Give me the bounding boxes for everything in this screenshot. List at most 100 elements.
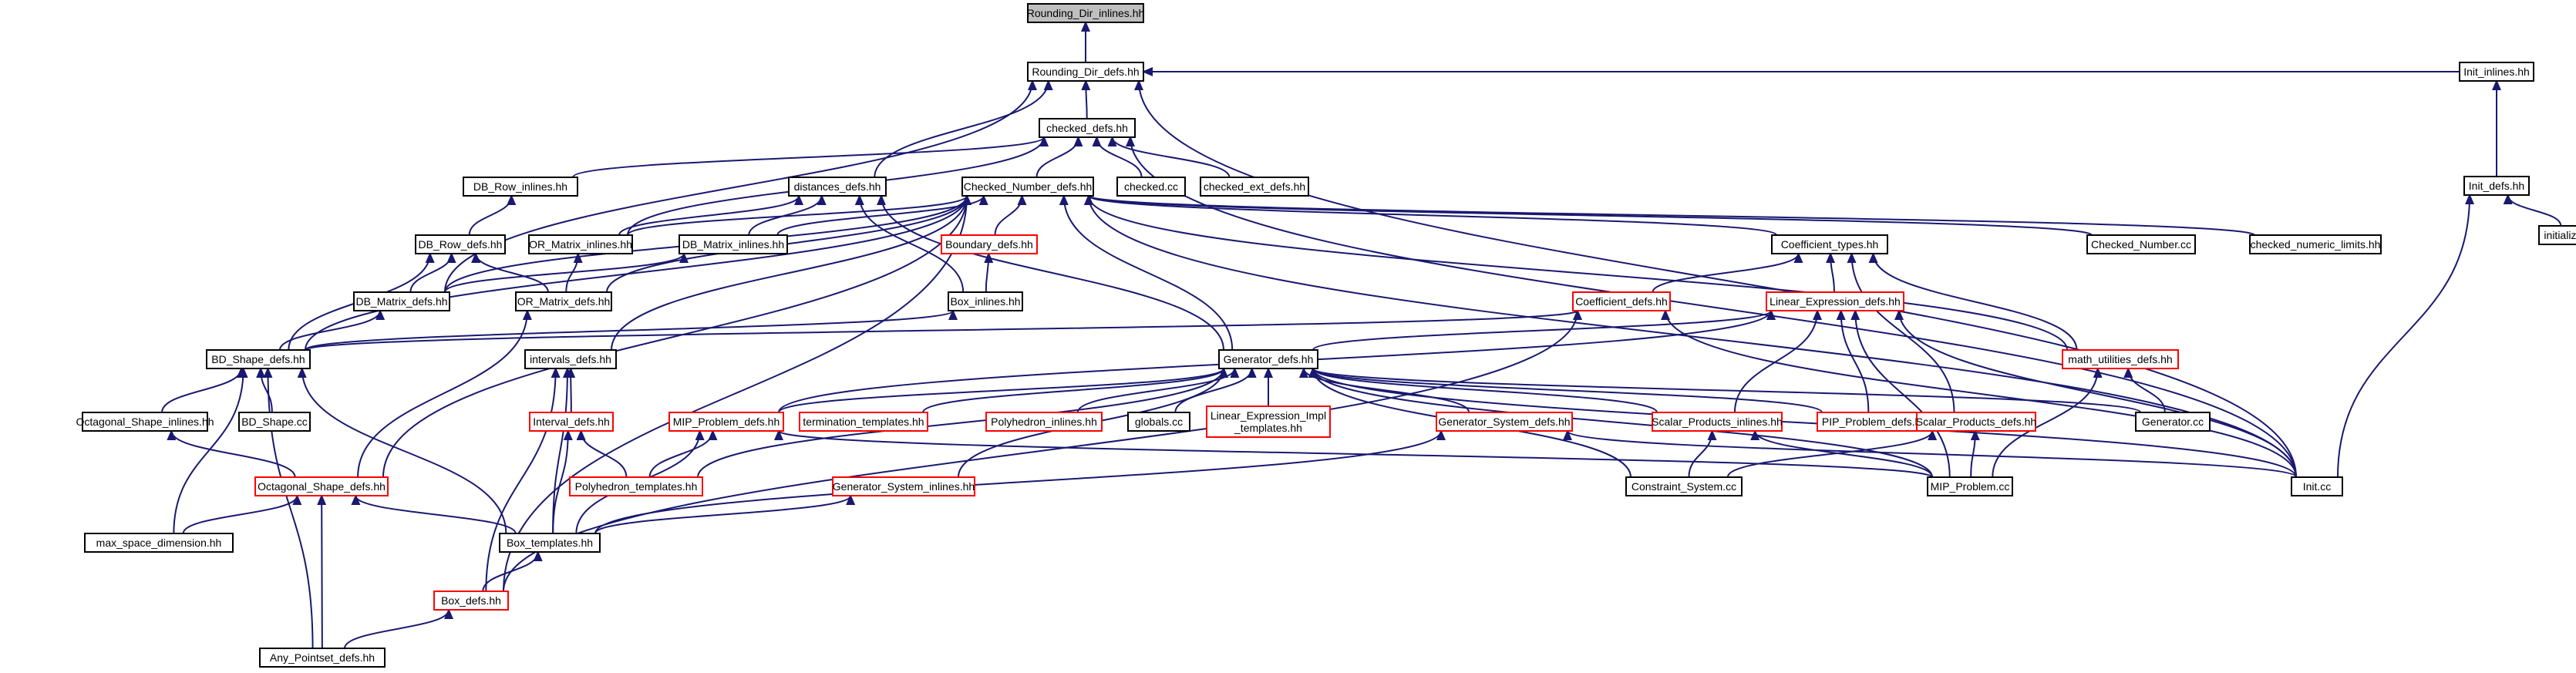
file-node[interactable]: Rounding_Dir_defs.hh (1027, 62, 1144, 82)
file-node-label: Scalar_Products_inlines.hh (1652, 416, 1783, 428)
file-node[interactable]: OR_Matrix_defs.hh (515, 291, 612, 311)
file-node[interactable]: Octagonal_Shape_defs.hh (254, 476, 389, 496)
dependency-edge (594, 429, 1446, 534)
dependency-edge (444, 252, 689, 293)
dependency-edge (305, 309, 958, 351)
dependency-edge (343, 608, 453, 649)
file-node[interactable]: Polyhedron_inlines.hh (985, 412, 1103, 432)
file-node-label: OR_Matrix_defs.hh (517, 295, 611, 308)
file-node[interactable]: Coefficient_types.hh (1771, 234, 1888, 254)
dependency-edge (1970, 429, 1980, 478)
file-node[interactable]: Box_defs.hh (433, 591, 509, 611)
file-node[interactable]: Init.cc (2291, 476, 2343, 496)
file-node[interactable]: max_space_dimension.hh (84, 533, 234, 553)
file-node[interactable]: math_utilities_defs.hh (2062, 349, 2179, 369)
file-node-box (528, 234, 633, 254)
file-node[interactable]: globals.cc (1127, 412, 1190, 432)
file-node[interactable]: Checked_Number.cc (2086, 234, 2196, 254)
dependency-edge (778, 367, 1228, 413)
dependency-edge (305, 309, 1582, 351)
file-node-box (1039, 118, 1136, 138)
file-node[interactable]: Init_defs.hh (2463, 176, 2530, 196)
file-node[interactable]: termination_templates.hh (799, 412, 928, 432)
dependency-edge (552, 429, 573, 534)
dependency-edge (552, 367, 572, 534)
dependency-edge (984, 252, 994, 293)
file-node[interactable]: Interval_defs.hh (529, 412, 614, 432)
dependency-edge (1652, 252, 1803, 293)
file-node: Rounding_Dir_inlines.hh (1027, 3, 1144, 23)
file-node[interactable]: DB_Row_inlines.hh (463, 177, 578, 197)
file-node[interactable]: Constraint_System.cc (1625, 476, 1743, 496)
dependency-edge (776, 194, 988, 236)
file-node[interactable]: Scalar_Products_defs.hh (1916, 412, 2036, 432)
file-node[interactable]: BD_Shape_defs.hh (206, 349, 311, 369)
file-node[interactable]: PIP_Problem_defs.hh (1817, 412, 1932, 432)
dependency-edge (382, 194, 971, 478)
file-node-label: Polyhedron_inlines.hh (991, 416, 1097, 428)
file-node[interactable]: Generator_System_defs.hh (1436, 412, 1573, 432)
file-node-label: MIP_Problem.cc (1931, 480, 2010, 493)
file-node[interactable]: Any_Pointset_defs.hh (259, 648, 386, 668)
dependency-edge (1894, 309, 2297, 478)
file-node-label: DB_Matrix_inlines.hh (682, 238, 784, 251)
file-node[interactable]: Linear_Expression_defs.hh (1766, 291, 1904, 311)
file-node[interactable]: Checked_Number_defs.hh (961, 177, 1094, 197)
file-node-box (2086, 234, 2196, 254)
file-node[interactable]: DB_Matrix_defs.hh (353, 291, 450, 311)
file-node[interactable]: checked_defs.hh (1039, 118, 1136, 138)
file-node[interactable]: Polyhedron_templates.hh (569, 476, 703, 496)
file-node[interactable]: OR_Matrix_inlines.hh (528, 234, 633, 254)
file-node[interactable]: DB_Matrix_inlines.hh (679, 234, 788, 254)
file-node-box (1027, 3, 1144, 23)
file-node[interactable]: checked_ext_defs.hh (1200, 177, 1309, 197)
file-node-label: Scalar_Products_defs.hh (1916, 416, 2036, 428)
dependency-edge (182, 494, 302, 534)
file-node[interactable]: Coefficient_defs.hh (1572, 291, 1671, 311)
file-node[interactable]: distances_defs.hh (788, 177, 887, 197)
file-node-box (259, 648, 386, 668)
file-node-label: math_utilities_defs.hh (2068, 353, 2172, 365)
file-node-label: Box_templates.hh (507, 537, 593, 549)
dependency-edge (2503, 193, 2562, 227)
file-node-label: Coefficient_defs.hh (1575, 295, 1668, 308)
file-node[interactable]: intervals_defs.hh (524, 349, 617, 369)
dependency-edge (1826, 252, 1836, 293)
file-node[interactable]: Linear_Expression_Impl_templates.hh (1206, 405, 1331, 438)
file-node[interactable]: checked_numeric_limits.hh (2249, 234, 2382, 254)
file-node[interactable]: MIP_Problem.cc (1927, 476, 2013, 496)
file-node-box (799, 412, 928, 432)
file-node[interactable]: Init_inlines.hh (2459, 62, 2534, 82)
file-node[interactable]: Octagonal_Shape_inlines.hh (76, 412, 214, 432)
dependency-edge (1092, 136, 1143, 178)
file-node-label: checked_defs.hh (1046, 122, 1128, 134)
dependency-edge (1308, 367, 2297, 478)
file-node[interactable]: Boundary_defs.hh (941, 234, 1038, 254)
file-node-box (2459, 62, 2534, 82)
dependency-edge (2337, 193, 2475, 478)
file-node-label: DB_Row_inlines.hh (473, 180, 567, 193)
file-node[interactable]: Generator_System_inlines.hh (832, 476, 975, 496)
file-node[interactable]: initializer.hh (2538, 225, 2576, 245)
file-node[interactable]: MIP_Problem_defs.hh (668, 412, 784, 432)
file-node[interactable]: checked.cc (1116, 177, 1186, 197)
file-node[interactable]: Generator.cc (2135, 412, 2211, 432)
dependency-edge (256, 367, 273, 413)
file-node-label: Box_inlines.hh (950, 295, 1020, 308)
file-node[interactable]: DB_Row_defs.hh (415, 234, 506, 254)
file-node[interactable]: Scalar_Products_inlines.hh (1652, 412, 1783, 432)
dependency-edge (1084, 194, 2068, 351)
file-node[interactable]: Box_templates.hh (499, 533, 601, 553)
dependency-edge (1850, 309, 1951, 478)
file-node-label: Box_defs.hh (441, 594, 501, 607)
file-node-box (206, 349, 311, 369)
file-node[interactable]: Generator_defs.hh (1218, 349, 1318, 369)
dependency-edge (618, 194, 803, 236)
dependency-edge (627, 194, 971, 236)
file-node-label: intervals_defs.hh (530, 353, 611, 365)
file-node[interactable]: Box_inlines.hh (948, 291, 1023, 311)
edge-layer (161, 21, 2562, 649)
file-node-box (499, 533, 601, 553)
file-node-label: Checked_Number_defs.hh (964, 180, 1093, 193)
file-node[interactable]: BD_Shape.cc (238, 412, 311, 432)
